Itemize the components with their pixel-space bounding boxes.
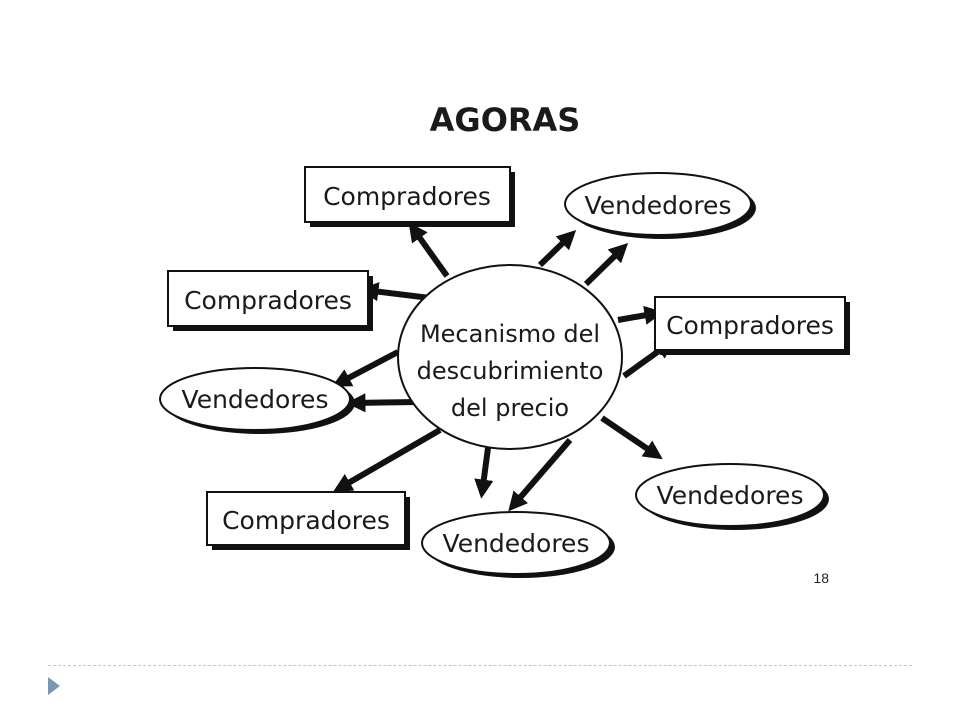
compradores-box-bottom-left: Compradores <box>206 491 410 550</box>
arrow-to-compradores-top <box>408 222 450 278</box>
arrow-to-vendedores-top-right-2 <box>583 242 629 287</box>
footer-divider <box>48 665 912 666</box>
page-number: 18 <box>813 570 829 586</box>
footer-triangle-bullet-icon <box>48 677 60 695</box>
arrow-to-vendedores-bottom-1 <box>474 447 494 499</box>
arrow-to-vendedores-top-right-1 <box>537 229 577 268</box>
vendedores-ellipse-left: Vendedores <box>159 367 355 434</box>
ellipse-frame <box>421 511 611 575</box>
vendedores-left-label: Vendedores <box>182 385 329 414</box>
compradores-left-label: Compradores <box>184 286 352 315</box>
ellipse-frame <box>159 367 351 431</box>
slide-title: AGORAS <box>430 101 581 139</box>
compradores-box-left: Compradores <box>167 270 373 331</box>
ellipse-frame <box>564 172 752 236</box>
box-frame <box>167 270 369 327</box>
center-line-1: Mecanismo del <box>420 320 600 348</box>
vendedores-top-right-label: Vendedores <box>585 191 732 220</box>
vendedores-ellipse-top-right: Vendedores <box>564 172 756 239</box>
arrows <box>331 222 675 512</box>
vendedores-bottom-right-label: Vendedores <box>657 481 804 510</box>
center-node: Mecanismo del descubrimiento del precio <box>397 264 623 450</box>
arrow-to-vendedores-bottom-right <box>600 415 663 460</box>
vendedores-ellipse-bottom: Vendedores <box>421 511 615 578</box>
center-ellipse <box>397 264 623 450</box>
vendedores-ellipse-bottom-right: Vendedores <box>635 463 829 530</box>
compradores-top-label: Compradores <box>323 182 491 211</box>
arrow-to-compradores-left <box>359 282 431 302</box>
compradores-box-right: Compradores <box>654 296 850 355</box>
arrow-to-vendedores-bottom-2 <box>508 438 573 512</box>
arrow-to-vendedores-left-2 <box>346 393 419 413</box>
center-line-2: descubrimiento <box>417 357 604 385</box>
box-frame <box>654 296 846 351</box>
arrow-to-compradores-bottom-left <box>333 427 442 492</box>
compradores-bottom-left-label: Compradores <box>222 506 390 535</box>
compradores-box-top: Compradores <box>304 166 515 227</box>
ellipse-frame <box>635 463 825 527</box>
arrow-to-compradores-right-1 <box>617 305 664 325</box>
box-frame <box>304 166 511 223</box>
arrow-to-vendedores-left-1 <box>331 349 400 387</box>
box-frame <box>206 491 406 546</box>
compradores-right-label: Compradores <box>666 311 834 340</box>
center-line-3: del precio <box>451 394 569 422</box>
vendedores-bottom-label: Vendedores <box>443 529 590 558</box>
